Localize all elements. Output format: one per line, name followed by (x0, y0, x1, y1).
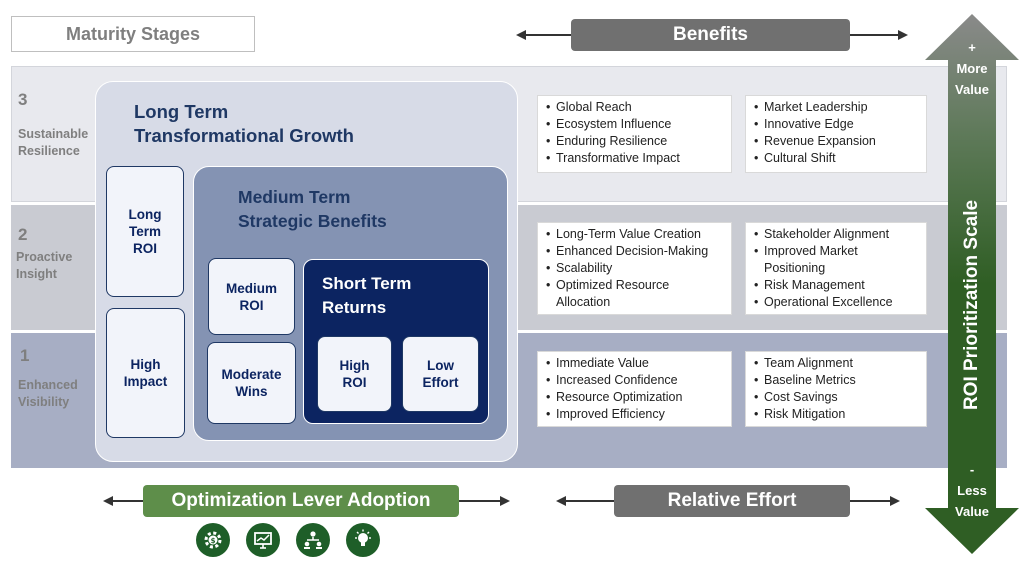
list-item: Global Reach (546, 99, 725, 116)
stage-2-benefits-right: Stakeholder Alignment Improved Market Po… (745, 222, 927, 315)
maturity-stages-label: Maturity Stages (11, 16, 255, 52)
stage-1-benefits-right: Team Alignment Baseline Metrics Cost Sav… (745, 351, 927, 427)
list-item: Market Leadership (754, 99, 920, 116)
presentation-chart-icon (246, 523, 280, 557)
list-item: Increased Confidence (546, 372, 725, 389)
list-item: Team Alignment (754, 355, 920, 372)
team-hierarchy-icon (296, 523, 330, 557)
relative-effort: Relative Effort (614, 485, 850, 517)
list-item: Innovative Edge (754, 116, 920, 133)
roi-scale-title: ROI Prioritization Scale (961, 199, 983, 411)
list-item: Improved Efficiency (546, 406, 725, 423)
svg-text:$: $ (211, 537, 216, 545)
stage-3-benefits-left: Global Reach Ecosystem Influence Endurin… (537, 95, 732, 173)
stage-1-number: 1 (20, 346, 30, 365)
list-item: Resource Optimization (546, 389, 725, 406)
lightbulb-icon (346, 523, 380, 557)
roi-scale-arrow (925, 14, 1019, 554)
gear-dollar-icon: $ (196, 523, 230, 557)
list-item: Stakeholder Alignment (754, 226, 920, 243)
list-item: Improved Market Positioning (754, 243, 920, 277)
optimization-lever-adoption: Optimization Lever Adoption (143, 485, 459, 517)
list-item: Enhanced Decision-Making (546, 243, 725, 260)
list-item: Risk Mitigation (754, 406, 920, 423)
list-item: Ecosystem Influence (546, 116, 725, 133)
list-item: Long-Term Value Creation (546, 226, 725, 243)
benefits-header: Benefits (571, 19, 850, 51)
stage-2-number: 2 (18, 225, 28, 244)
list-item: Scalability (546, 260, 725, 277)
list-item: Risk Management (754, 277, 920, 294)
list-item: Immediate Value (546, 355, 725, 372)
stage-3-number: 3 (18, 90, 28, 109)
list-item: Operational Excellence (754, 294, 920, 311)
stage-1-benefits-left: Immediate Value Increased Confidence Res… (537, 351, 732, 427)
stage-2-benefits-left: Long-Term Value Creation Enhanced Decisi… (537, 222, 732, 315)
list-item: Cultural Shift (754, 150, 920, 167)
list-item: Transformative Impact (546, 150, 725, 167)
stage-3-benefits-right: Market Leadership Innovative Edge Revenu… (745, 95, 927, 173)
list-item: Cost Savings (754, 389, 920, 406)
list-item: Optimized Resource Allocation (546, 277, 725, 311)
list-item: Enduring Resilience (546, 133, 725, 150)
list-item: Baseline Metrics (754, 372, 920, 389)
list-item: Revenue Expansion (754, 133, 920, 150)
